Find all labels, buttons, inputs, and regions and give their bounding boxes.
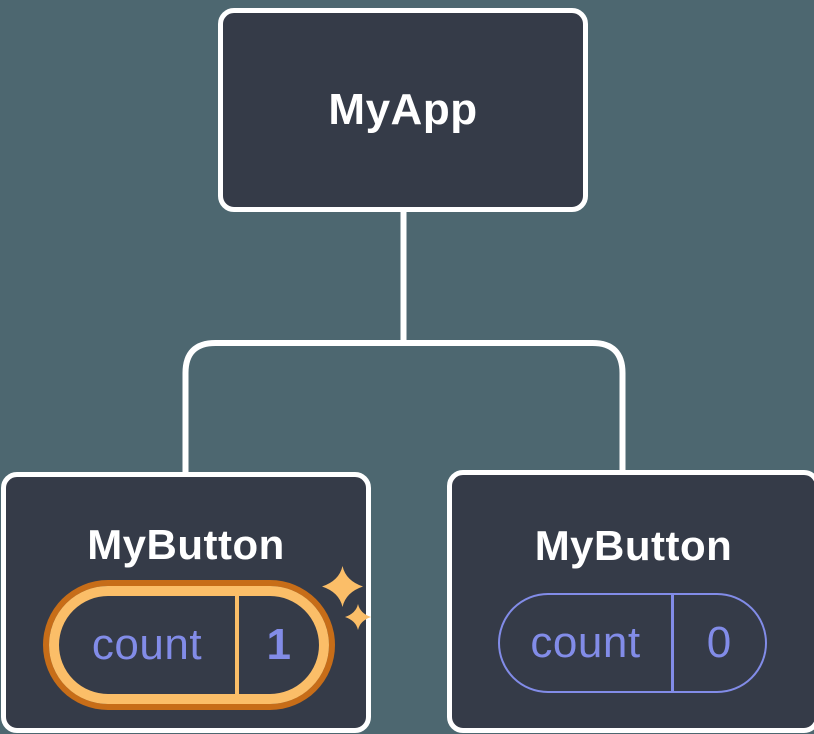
node-child-mybutton-left: MyButton count 1 [1,472,371,733]
state-key-label: count [530,618,641,667]
pill-divider [671,595,674,691]
state-value: 1 [266,620,292,669]
state-key-label: count [91,620,203,669]
sparkle-icon [322,566,363,607]
state-value: 0 [706,618,732,667]
node-label: MyButton [87,521,285,568]
connector-branch [182,340,626,474]
state-pill: count 0 [498,593,767,693]
node-label: MyApp [328,85,478,134]
sparkle-icon [345,604,371,630]
state-pill-highlighted: count 1 [49,586,329,704]
pill-divider [235,596,239,694]
node-label: MyButton [534,522,733,569]
node-root-myapp: MyApp [218,8,588,212]
node-child-mybutton-right: MyButton count 0 [447,470,814,733]
